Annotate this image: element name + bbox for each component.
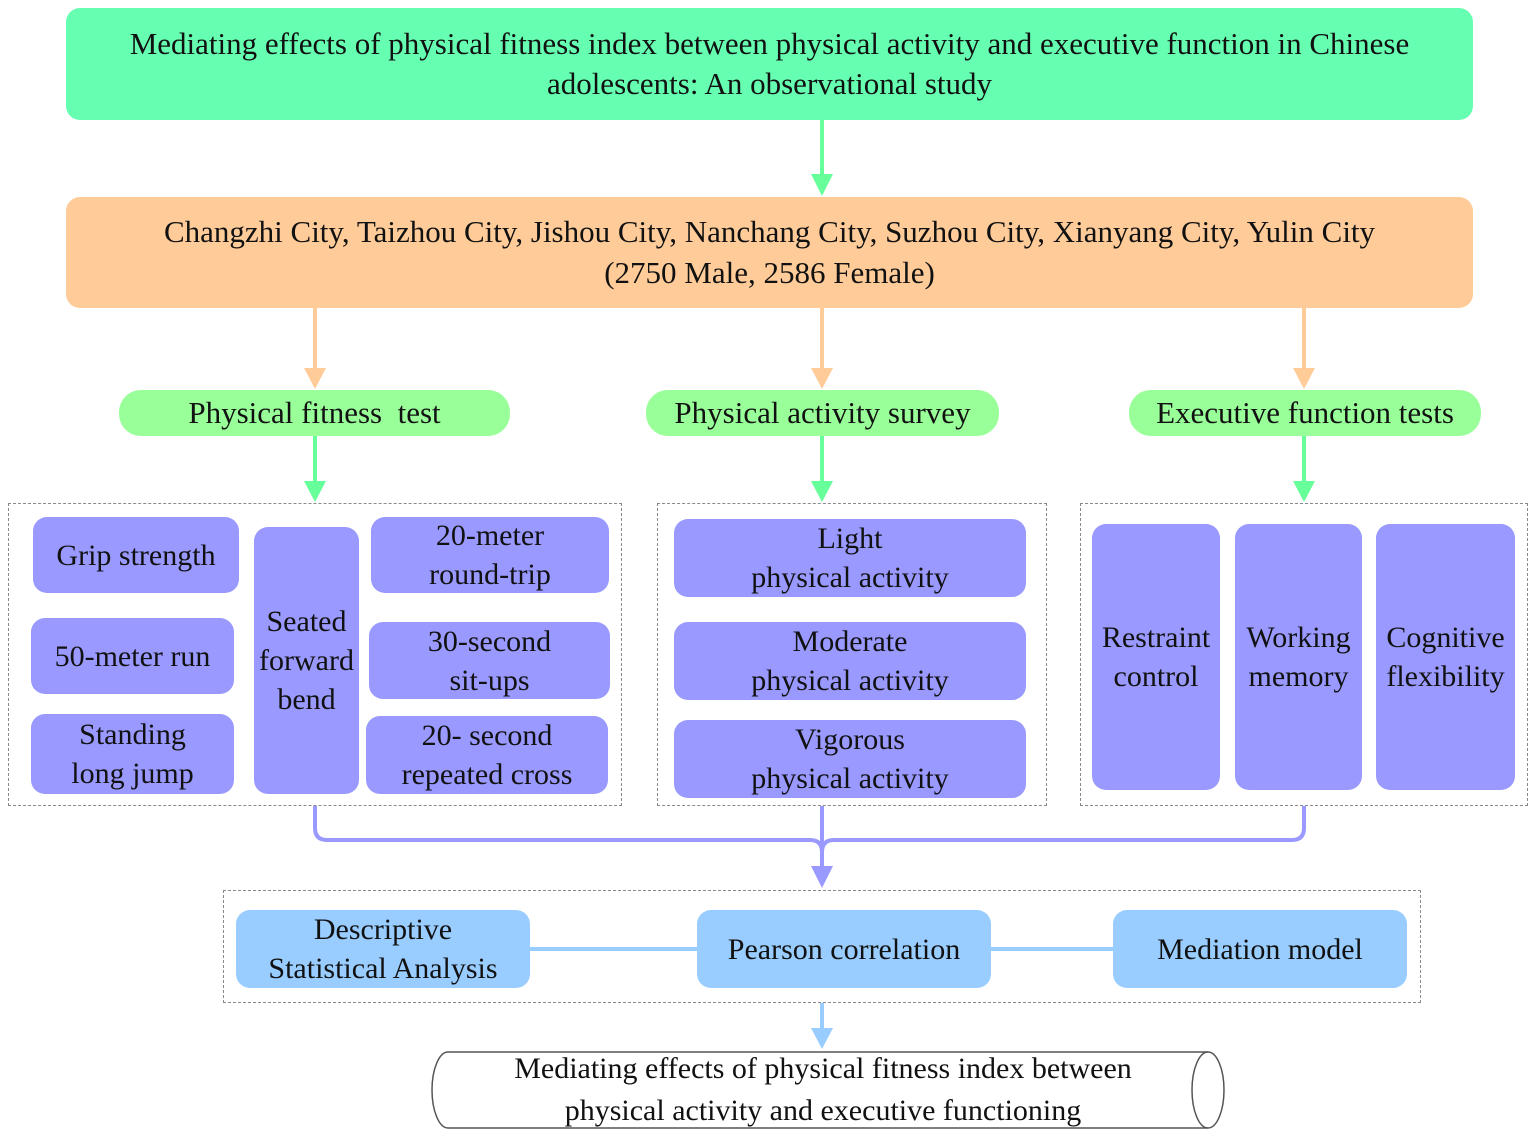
category-executive-function-tests: Executive function tests [1129, 390, 1481, 436]
executive-measures-group [1080, 503, 1528, 806]
measure-working-memory: Working memory [1235, 524, 1362, 790]
measure-vigorous-physical-activity: Vigorous physical activity [674, 720, 1026, 798]
outcome-text: Mediating effects of physical fitness in… [514, 1052, 1132, 1127]
measure-restraint-control: Restraint control [1092, 524, 1220, 790]
measure-standing-long-jump: Standing long jump [31, 714, 234, 794]
measure-seated-forward-bend: Seated forward bend [254, 527, 359, 794]
measure-20-second-repeated-cross: 20- second repeated cross [366, 716, 608, 794]
measure-grip-strength: Grip strength [33, 517, 239, 593]
measure-cognitive-flexibility: Cognitive flexibility [1376, 524, 1515, 790]
study-title-box: Mediating effects of physical fitness in… [66, 8, 1473, 120]
analysis-group [223, 890, 1421, 1003]
measure-light-physical-activity: Light physical activity [674, 519, 1026, 597]
activity-measures-group [657, 503, 1047, 806]
sample-box: Changzhi City, Taizhou City, Jishou City… [66, 197, 1473, 308]
fitness-measures-group [8, 503, 622, 806]
sample-counts: (2750 Male, 2586 Female) [604, 254, 935, 290]
category-physical-fitness-test: Physical fitness test [119, 390, 510, 436]
analysis-mediation-model: Mediation model [1113, 910, 1407, 988]
analysis-descriptive-statistics: Descriptive Statistical Analysis [236, 910, 530, 988]
measure-30-second-sit-ups: 30-second sit-ups [369, 622, 610, 699]
measure-moderate-physical-activity: Moderate physical activity [674, 622, 1026, 700]
outcome-cylinder-shape [431, 1051, 1225, 1129]
category-physical-activity-survey: Physical activity survey [646, 390, 999, 436]
study-title: Mediating effects of physical fitness in… [129, 25, 1410, 101]
sample-cities: Changzhi City, Taizhou City, Jishou City… [163, 214, 1376, 250]
measure-50-meter-run: 50-meter run [31, 618, 234, 694]
analysis-pearson-correlation: Pearson correlation [697, 910, 991, 988]
measure-20-meter-round-trip: 20-meter round-trip [371, 517, 609, 593]
